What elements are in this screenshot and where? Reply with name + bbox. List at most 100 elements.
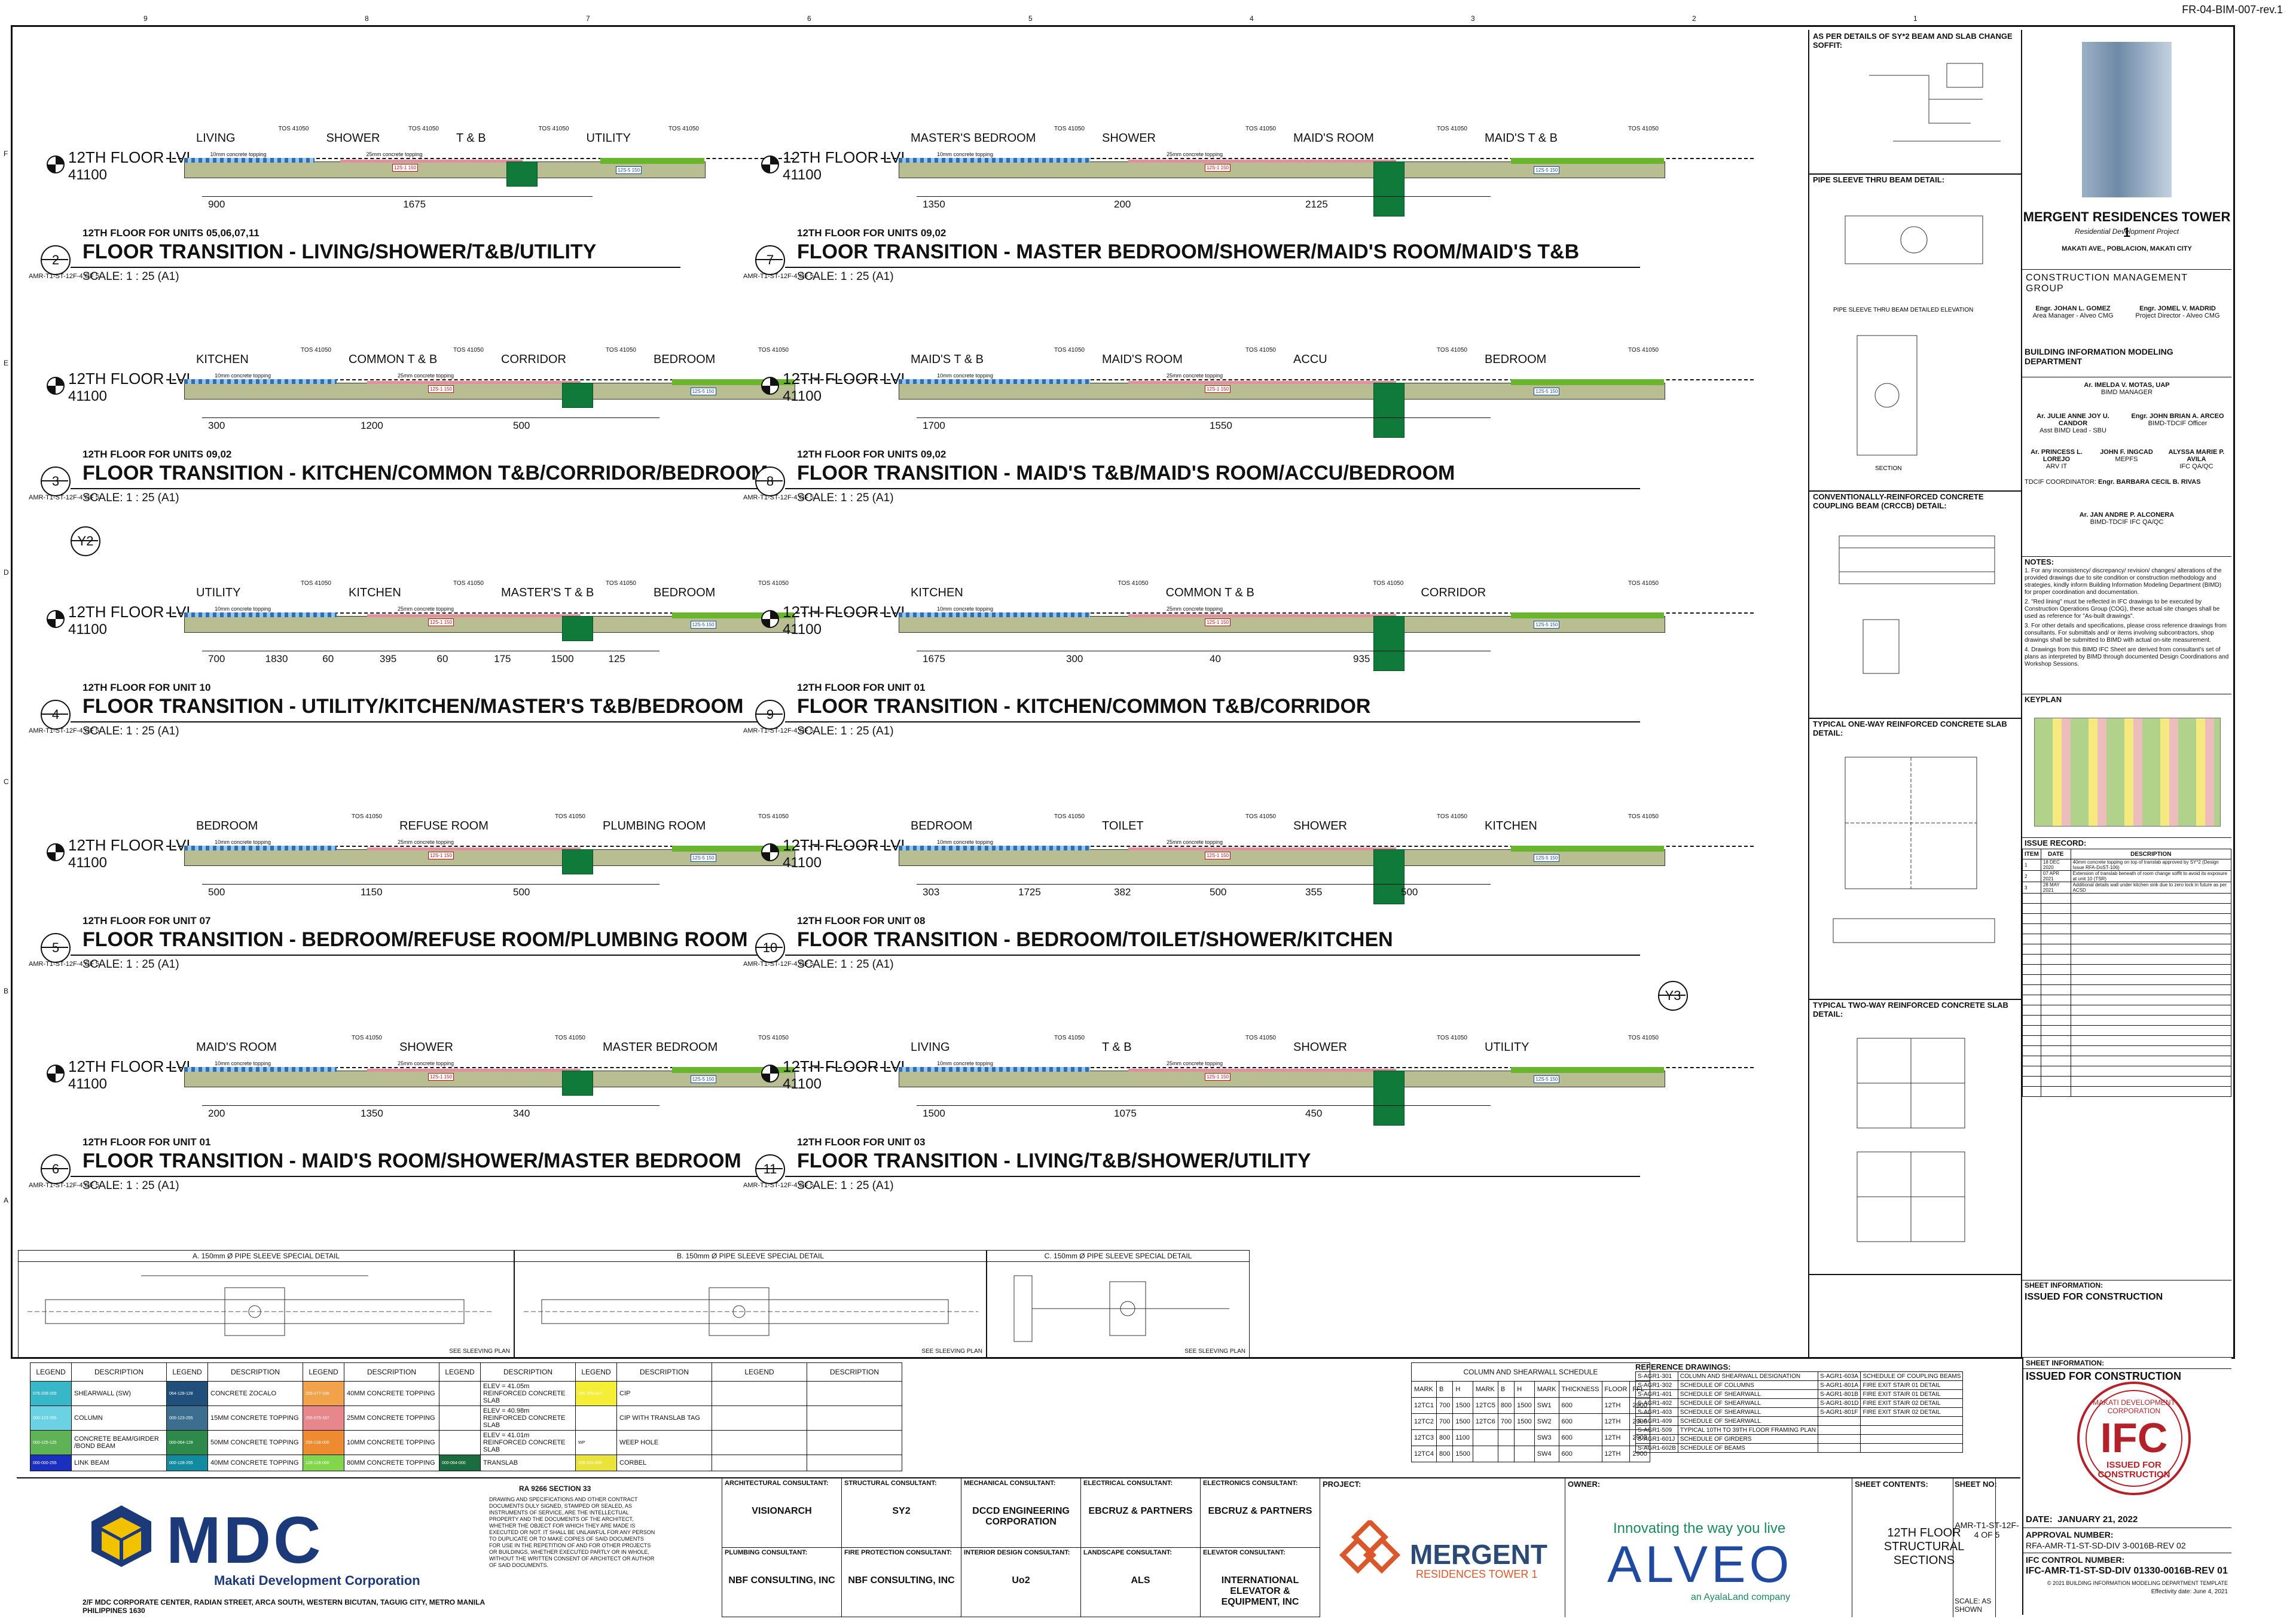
issue-empty — [2022, 913, 2041, 924]
tos-label: TOS 41050 — [1437, 126, 1467, 132]
legend-description: SHEARWALL (SW) — [71, 1381, 167, 1406]
slab-tag: 12S-5 150 — [1534, 1075, 1560, 1083]
detail-c-sketch — [1013, 1275, 1229, 1342]
level-label: 12TH FLOOR LVL.41100 — [68, 836, 200, 871]
stamp-sub: ISSUED FOR CONSTRUCTION — [2097, 1460, 2170, 1480]
consultant-elev: ELEVATOR CONSULTANT:INTERNATIONAL ELEVAT… — [1201, 1548, 1320, 1617]
note-item: 1. For any inconsistency/ discrepancy/ r… — [2025, 568, 2222, 596]
tos-label: TOS 41050 — [1054, 813, 1085, 820]
drawing-scale: SCALE: 1 : 25 (A1) — [797, 1179, 894, 1192]
topping-line — [367, 381, 581, 384]
tos-label: TOS 41050 — [1437, 1035, 1467, 1041]
level-label: 12TH FLOOR LVL.41100 — [783, 603, 914, 638]
drawing-scale: SCALE: 1 : 25 (A1) — [83, 492, 179, 504]
consultant-name: SY2 — [892, 1506, 911, 1516]
sheet-reference: AMR-T1-ST-12F-4 OF 5 — [743, 1182, 814, 1189]
schedule-header: MARK — [1472, 1381, 1498, 1398]
dimension-value: 60 — [322, 653, 334, 664]
detail-a: A. 150mm Ø PIPE SLEEVE SPECIAL DETAIL SE… — [18, 1250, 514, 1358]
schedule-cell: 1500 — [1514, 1397, 1535, 1414]
legend-description: COLUMN — [71, 1405, 167, 1431]
sheet-reference: AMR-T1-ST-12F-4 OF 5 — [743, 273, 814, 280]
room-label: ACCU — [1293, 353, 1327, 366]
reference-cell: S-AGR1-801D — [1818, 1398, 1861, 1408]
slab-tag: 12S-5 150 — [616, 166, 642, 174]
tb-bimd: BUILDING INFORMATION MODELING DEPARTMENT — [2025, 347, 2173, 366]
tos-label: TOS 41050 — [1437, 813, 1467, 820]
legend-swatch — [575, 1405, 617, 1431]
schedule-header: B — [1497, 1381, 1515, 1398]
dimension-value: 1350 — [361, 1108, 383, 1119]
topping-green — [672, 379, 794, 385]
sheet-contents-text: 12TH FLOOR STRUCTURAL SECTIONS — [1883, 1526, 1965, 1567]
tos-label: TOS 41050 — [1054, 126, 1085, 132]
grid-number: 2 — [1692, 14, 1696, 23]
stamp-ring-text: MAKATI DEVELOPMENT CORPORATION — [2093, 1398, 2175, 1415]
legend-description: 25MM CONCRETE TOPPING — [344, 1405, 439, 1431]
one-way-slab-detail: TYPICAL ONE-WAY REINFORCED CONCRETE SLAB… — [1809, 718, 2022, 1000]
legend-swatch: 000-064-128 — [166, 1430, 208, 1455]
slab-tag: 12S-1 150 — [1205, 1073, 1231, 1081]
note-item: 4. Drawings from this BIMD IFC Sheet are… — [2025, 647, 2229, 667]
sheet-contents-label: SHEET CONTENTS: — [1855, 1480, 1928, 1489]
sheet-reference: AMR-T1-ST-12F-4 OF 5 — [29, 961, 99, 968]
reference-cell: S-AGR1-403 — [1635, 1407, 1678, 1417]
gridline-bubble: Y3 — [1658, 981, 1688, 1011]
issue-empty — [2022, 1035, 2041, 1046]
schedule-cell: SW2 — [1534, 1413, 1559, 1430]
drawing-scale: SCALE: 1 : 25 (A1) — [797, 270, 894, 283]
soffit-title: AS PER DETAILS OF SY*2 BEAM AND SLAB CHA… — [1813, 32, 2013, 50]
tb-eff: Effectivity date: June 4, 2021 — [2151, 1589, 2228, 1595]
tos-label: TOS 41050 — [1628, 580, 1659, 587]
schedule-cell: 600 — [1558, 1429, 1602, 1446]
legend-swatch: 255-177-100 — [303, 1381, 344, 1406]
topping-note: 25mm concrete topping — [1167, 839, 1223, 845]
dimension-value: 935 — [1353, 653, 1370, 664]
tos-label: TOS 41050 — [606, 580, 636, 587]
owner-tagline: Innovating the way you live — [1613, 1520, 1786, 1536]
dimension-value: 340 — [513, 1108, 530, 1119]
detail-b-sketch — [524, 1287, 978, 1336]
grid-number: 7 — [586, 14, 590, 23]
tb-cmg: CONSTRUCTION MANAGEMENT GROUP — [2026, 273, 2188, 294]
schedule-cell: 600 — [1558, 1397, 1602, 1414]
legend-description: ELEV = 40.98m REINFORCED CONCRETE SLAB — [480, 1405, 576, 1431]
legend-swatch: 000-000-255 — [30, 1455, 72, 1471]
room-label: MASTER BEDROOM — [603, 1041, 718, 1054]
level-line — [166, 846, 884, 847]
topping-note: 10mm concrete topping — [937, 151, 994, 157]
grid-number: 4 — [1250, 14, 1254, 23]
issue-empty — [2022, 1076, 2041, 1087]
schedule-cell: 12TH — [1601, 1397, 1631, 1414]
consultant-elec: ELECTRICAL CONSULTANT:EBCRUZ & PARTNERS — [1081, 1478, 1201, 1548]
tos-label: TOS 41050 — [1245, 347, 1276, 353]
drawing-number: 4 — [41, 700, 71, 730]
legend-description — [807, 1455, 902, 1471]
translab — [506, 161, 538, 187]
grid-letter: F — [4, 150, 8, 158]
legend-header: LEGEND — [303, 1362, 344, 1382]
reference-cell: S-AGR1-409 — [1635, 1416, 1678, 1426]
schedule-cell: 12TH — [1601, 1429, 1631, 1446]
dimension-value: 900 — [208, 199, 225, 210]
schedule-cell: 1500 — [1452, 1413, 1473, 1430]
note-item: 2. "Red lining" must be reflected in IFC… — [2025, 599, 2220, 620]
pipe-sleeve-sketch: PIPE SLEEVE THRU BEAM DETAILED ELEVATION… — [1833, 215, 1983, 472]
level-line — [881, 846, 1754, 847]
drawing-title: FLOOR TRANSITION - LIVING/SHOWER/T&B/UTI… — [83, 240, 597, 263]
room-label: REFUSE ROOM — [399, 819, 488, 833]
issue-cell: 1 — [2022, 859, 2041, 871]
sheet-reference: AMR-T1-ST-12F-4 OF 5 — [29, 494, 99, 501]
level-target-icon — [47, 156, 65, 173]
level-line — [166, 158, 794, 159]
tb-ifcno-label: IFC CONTROL NUMBER: — [2026, 1555, 2125, 1565]
reference-cell: FIRE EXIT STAIR 01 DETAIL — [1860, 1389, 1964, 1399]
project-cell: PROJECT: MERGENT RESIDENCES TOWER 1 — [1320, 1478, 1565, 1617]
title-underline — [785, 721, 1640, 722]
